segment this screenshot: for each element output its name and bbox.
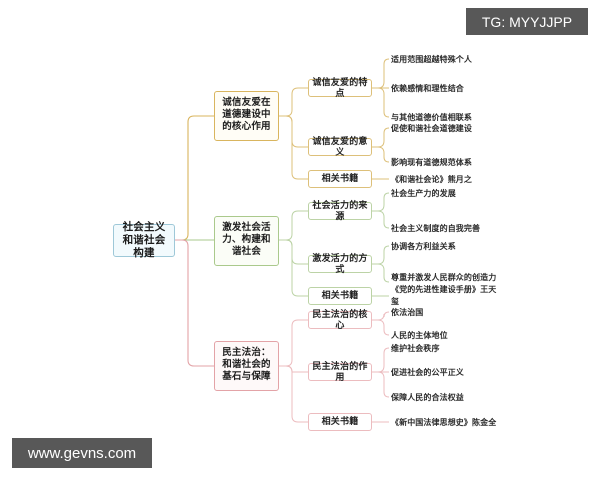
edge-sub-to-leaf [372, 263, 390, 283]
edge-branch-3-sub-2 [279, 365, 308, 373]
edge-sub-to-leaf [372, 245, 390, 265]
watermark-top-right: TG: MYYJJPP [466, 8, 588, 35]
sub-node-3-2[interactable]: 民主法治的作用 [308, 361, 372, 382]
edge-sub-to-leaf [372, 127, 390, 148]
branch-node-1[interactable]: 诚信友爱在道德建设中的核心作用 [214, 91, 279, 141]
edge-branch-1-sub-2 [279, 115, 308, 148]
edge-branch-2-sub-1 [279, 210, 308, 241]
edge-sub-to-leaf [372, 319, 390, 336]
leaf-text: 促进社会的公平正义 [391, 368, 464, 377]
leaf-text: 维护社会秩序 [391, 344, 440, 353]
edge-sub-to-leaf [372, 347, 390, 373]
edge-branch-3-sub-1 [279, 319, 308, 367]
root-node[interactable]: 社会主义和谐社会构建 [113, 222, 175, 259]
edge-sub-to-leaf [372, 311, 390, 321]
leaf-text: 社会生产力的发展 [391, 189, 456, 198]
edge-branch-3-sub-3 [279, 365, 308, 423]
leaf-text: 依赖感情和理性结合 [391, 84, 464, 93]
watermark-bottom-left: www.gevns.com [12, 438, 152, 468]
leaf-text: 适用范围超越特殊个人 [391, 55, 472, 64]
leaf-text: 社会主义制度的自我完善 [391, 224, 481, 233]
sub-node-2-3[interactable]: 相关书籍 [308, 287, 372, 305]
leaf-text: 依法治国 [391, 308, 424, 317]
sub-node-3-3[interactable]: 相关书籍 [308, 413, 372, 431]
leaf-text: 影响现有道德规范体系 [391, 158, 472, 167]
sub-node-3-1[interactable]: 民主法治的核心 [308, 309, 372, 330]
branch-node-2[interactable]: 激发社会活力、构建和谐社会 [214, 216, 279, 266]
edge-branch-1-sub-1 [279, 87, 308, 117]
leaf-text: 尊重并激发人民群众的创造力 [391, 273, 497, 282]
edge-branch-1-sub-3 [279, 115, 308, 180]
sub-node-2-2[interactable]: 激发活力的方式 [308, 253, 372, 274]
branch-node-3[interactable]: 民主法治：和谐社会的基石与保障 [214, 341, 279, 391]
edge-sub-to-leaf [372, 146, 390, 163]
edge-root-branch-3 [175, 239, 214, 367]
edge-sub-to-leaf [372, 210, 390, 229]
leaf-text: 与其他道德价值相联系 [391, 113, 472, 122]
edge-sub-to-leaf [372, 192, 390, 212]
edge-sub-to-leaf [372, 87, 390, 118]
sub-node-1-1[interactable]: 诚信友爱的特点 [308, 77, 372, 98]
leaf-text: 人民的主体地位 [391, 331, 448, 340]
edge-root-branch-1 [175, 115, 214, 241]
edge-sub-to-leaf [372, 58, 390, 89]
leaf-text: 保障人民的合法权益 [391, 393, 464, 402]
edge-branch-2-sub-2 [279, 239, 308, 265]
sub-node-1-3[interactable]: 相关书籍 [308, 170, 372, 188]
leaf-text: 协调各方利益关系 [391, 242, 456, 251]
sub-node-2-1[interactable]: 社会活力的来源 [308, 200, 372, 221]
edge-branch-2-sub-3 [279, 239, 308, 297]
leaf-text: 《新中国法律思想史》陈金全 [391, 418, 497, 427]
leaf-text: 促使和谐社会道德建设 [391, 124, 472, 133]
leaf-text: 《和谐社会论》熊月之 [391, 175, 472, 184]
sub-node-1-2[interactable]: 诚信友爱的意义 [308, 136, 372, 157]
leaf-text: 《党的先进性建设手册》王天玺 [391, 285, 497, 306]
edge-sub-to-leaf [372, 371, 390, 398]
